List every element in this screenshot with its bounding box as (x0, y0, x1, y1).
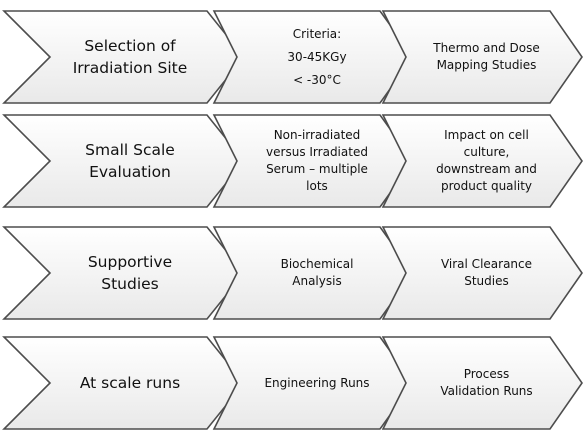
label-line: culture, (463, 145, 510, 159)
label-line: Small Scale (85, 141, 175, 159)
stage-label-selection-of-irradiation-site: Selection of Irradiation Site (48, 11, 212, 103)
stage-chevron-small-scale-evaluation (2, 114, 246, 208)
step-chevron-3-1 (212, 226, 414, 320)
step-chevron-1-1 (212, 10, 414, 104)
stage-chevron-selection-of-irradiation-site (2, 10, 246, 104)
label-line: Engineering Runs (264, 375, 370, 390)
label-line: Supportive (87, 253, 173, 271)
label-line: Non-irradiated (273, 128, 361, 142)
label-line: Criteria: (292, 26, 342, 41)
label-line: Biochemical (280, 257, 354, 271)
label-line: Validation Runs (440, 384, 533, 398)
label-line: < -30°C (293, 72, 341, 87)
label-line: lots (306, 179, 328, 193)
label-line: Studies (464, 274, 509, 288)
label-line: Thermo and Dose (433, 41, 540, 55)
step-label-2-2: Impact on cell culture, downstream and prod… (405, 115, 568, 207)
label-line: Process (463, 367, 510, 381)
label-line: 30-45KGy (287, 49, 347, 64)
stage-label-at-scale-runs: At scale runs (48, 337, 212, 429)
step-chevron-1-2 (381, 10, 583, 104)
label-line: Serum – multiple (266, 162, 368, 176)
label-line: Irradiation Site (72, 59, 188, 77)
step-label-1-1: Criteria: 30-45KGy < -30°C (242, 11, 392, 103)
step-chevron-4-1 (212, 336, 414, 430)
label-line: Mapping Studies (436, 58, 537, 72)
label-line: product quality (440, 179, 533, 193)
step-chevron-4-2 (381, 336, 583, 430)
label-line: At scale runs (79, 374, 181, 392)
step-label-4-1: Engineering Runs (242, 337, 392, 429)
label-line: Selection of (84, 37, 176, 55)
label-line: Impact on cell (444, 128, 529, 142)
label-line: Viral Clearance (440, 257, 533, 271)
step-chevron-2-1 (212, 114, 414, 208)
label-line: downstream and (436, 162, 537, 176)
label-line: Studies (101, 275, 159, 293)
stage-chevron-supportive-studies (2, 226, 246, 320)
step-chevron-3-2 (381, 226, 583, 320)
label-line: Evaluation (89, 163, 171, 181)
step-chevron-2-2 (381, 114, 583, 208)
label-line: Analysis (292, 274, 342, 288)
stage-chevron-at-scale-runs (2, 336, 246, 430)
label-line: versus Irradiated (266, 145, 368, 159)
